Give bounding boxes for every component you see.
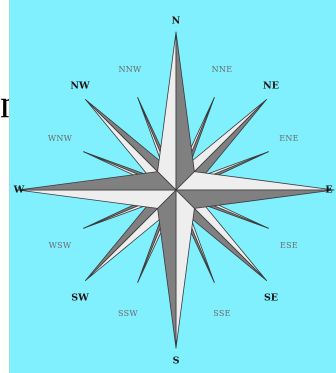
compass-rose-diagram: N NNE NE ENE E ESE SE SSE S SSW SW WSW W… [10, 0, 336, 373]
label-ssw: SSW [118, 309, 138, 318]
label-wsw: WSW [49, 241, 72, 250]
label-se: SE [264, 293, 278, 304]
label-wnw: WNW [48, 134, 73, 143]
label-s: S [173, 356, 180, 367]
label-e: E [325, 185, 332, 196]
label-ese: ESE [280, 241, 298, 250]
label-nw: NW [70, 81, 90, 92]
label-nne: NNE [212, 65, 233, 74]
label-w: W [13, 185, 25, 196]
label-ene: ENE [279, 134, 299, 143]
label-nnw: NNW [118, 65, 142, 74]
label-sw: SW [71, 293, 89, 304]
label-n: N [172, 16, 181, 27]
label-ne: NE [263, 81, 279, 92]
compass-rose-panel: N NNE NE ENE E ESE SE SSE S SSW SW WSW W… [9, 0, 336, 373]
label-sse: SSE [213, 309, 231, 318]
